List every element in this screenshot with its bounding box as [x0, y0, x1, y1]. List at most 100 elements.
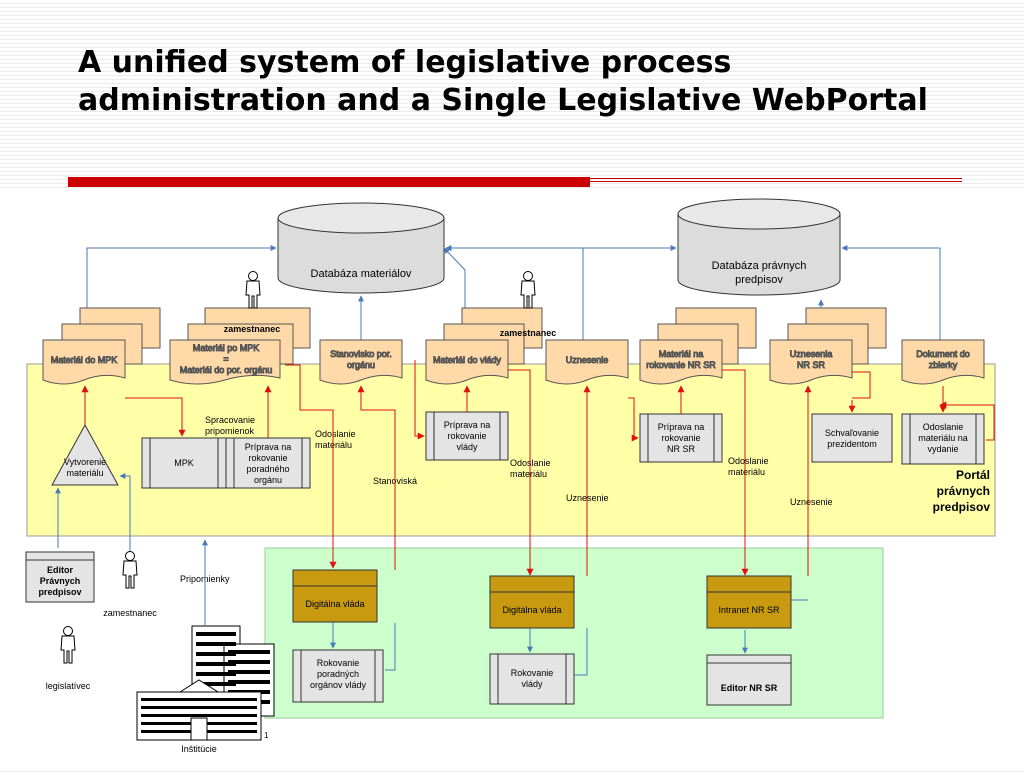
flow-arrows: [81, 360, 995, 576]
process-priprava-vlada-label-1: Príprava na: [444, 420, 491, 430]
intranet-nr-label: Intranet NR SR: [718, 605, 780, 615]
process-schvalovanie-label-2: prezidentom: [827, 439, 877, 449]
doc-stanovisko-label-2: orgánu: [347, 360, 375, 370]
editor-label-2: Právnych: [40, 576, 81, 586]
editor-label-3: predpisov: [38, 587, 81, 597]
actor-zamestnanec-1: zamestnanec: [224, 324, 281, 334]
doc-material-po-mpk: Materiál po MPK = Materiál do por. orgán…: [169, 307, 311, 385]
process-digitalna-vlada-1: Digitálna vláda: [292, 569, 378, 623]
editor-pravnych-predpisov: Editor Právnych predpisov: [25, 551, 95, 603]
flow-odoslanie-3a: Odoslanie: [728, 456, 769, 466]
rokovanie-por-label-3: orgánov vlády: [310, 680, 367, 690]
doc-material-nr-label-1: Materiál na: [659, 349, 704, 359]
doc-stanovisko: Stanovisko por. orgánu: [319, 339, 403, 385]
footnote-number: 1: [264, 731, 269, 740]
actor-legislativec: legislatívec: [46, 681, 91, 691]
label-spracovanie-1: Spracovanie: [205, 415, 255, 425]
lower-links: [55, 473, 808, 676]
doc-stanovisko-label-1: Stanovisko por.: [330, 349, 392, 359]
person-icon-zamestnanec-1: [245, 271, 261, 309]
buildings-icon: [136, 625, 275, 741]
process-odoslanie-vydanie-label-3: vydanie: [927, 444, 958, 454]
doc-material-nr: Materiál na rokovanie NR SR: [639, 307, 757, 385]
legislative-process-diagram: Databáza materiálov Databáza právnych pr…: [0, 190, 1024, 768]
flow-odoslanie-1a: Odoslanie: [315, 429, 356, 439]
process-priprava-por: Príprava na rokovanie poradného orgánu: [225, 437, 311, 489]
process-priprava-por-label-2: rokovanie: [248, 453, 287, 463]
rokovanie-vlady-label-1: Rokovanie: [511, 668, 554, 678]
process-intranet-nr: Intranet NR SR: [706, 575, 792, 629]
page-title: A unified system of legislative process …: [78, 45, 928, 118]
portal-label-1: Portál: [956, 468, 990, 482]
flow-uznesenie-2: Uznesenie: [790, 497, 833, 507]
rokovanie-por-label-1: Rokovanie: [317, 658, 360, 668]
process-priprava-vlada-label-3: vlády: [456, 442, 478, 452]
process-priprava-por-label-4: orgánu: [254, 475, 282, 485]
database-legal-label-2: predpisov: [735, 274, 783, 286]
process-mpk: MPK: [141, 437, 227, 489]
doc-dokument-zbierky: Dokument do zbierky: [901, 339, 985, 385]
doc-material-mpk-label: Materiál do MPK: [51, 355, 118, 365]
doc-material-vlady: Materiál do vlády: [425, 307, 543, 385]
doc-material-po-mpk-label-3: Materiál do por. orgánu: [180, 365, 273, 375]
doc-material-mpk: Materiál do MPK: [42, 307, 161, 385]
process-priprava-nr: Príprava na rokovanie NR SR: [639, 413, 723, 463]
database-legal-label-1: Databáza právnych: [712, 260, 807, 272]
database-materials-label: Databáza materiálov: [311, 268, 412, 280]
process-priprava-nr-label-2: rokovanie: [661, 433, 700, 443]
process-odoslanie-vydanie-label-2: materiálu na: [918, 433, 968, 443]
database-legal: Databáza právnych predpisov: [677, 198, 841, 296]
person-icon-zamestnanec-3: [122, 551, 138, 589]
portal-label-3: predpisov: [933, 500, 991, 514]
title-rule-thin-2: [590, 181, 962, 182]
actor-institucie: Inštitúcie: [181, 744, 217, 754]
doc-material-nr-label-2: rokovanie NR SR: [646, 360, 716, 370]
process-mpk-label: MPK: [174, 458, 194, 468]
database-materials: Databáza materiálov: [277, 202, 445, 294]
process-digitalna-vlada-2: Digitálna vláda: [489, 575, 575, 629]
process-rokovanie-vlady: Rokovanie vlády: [489, 653, 575, 705]
doc-uznesenia-nr-label-2: NR SR: [797, 360, 826, 370]
process-priprava-vlada: Príprava na rokovanie vlády: [425, 411, 509, 461]
person-icon-legislativec: [60, 626, 76, 664]
flow-odoslanie-2b: materiálu: [510, 469, 547, 479]
doc-uznesenia-nr: Uznesenia NR SR: [769, 307, 887, 385]
portal-label-2: právnych: [937, 484, 990, 498]
doc-material-po-mpk-label-1: Materiál po MPK: [193, 343, 260, 353]
actor-zamestnanec-2: zamestnanec: [500, 328, 557, 338]
database-links: [86, 245, 941, 340]
actor-zamestnanec-3: zamestnanec: [103, 608, 157, 618]
doc-uznesenie-label: Uznesenie: [566, 355, 609, 365]
rokovanie-por-label-2: poradných: [317, 669, 359, 679]
process-schvalovanie: Schvaľovanie prezidentom: [811, 413, 893, 463]
editor-nr-label: Editor NR SR: [721, 683, 778, 693]
process-priprava-por-label-1: Príprava na: [245, 442, 292, 452]
process-vytvorenie-label-1: Vytvorenie: [64, 457, 106, 467]
flow-odoslanie-1b: materiálu: [315, 440, 352, 450]
digitalna-vlada-1-label: Digitálna vláda: [305, 599, 364, 609]
doc-material-po-mpk-label-2: =: [223, 354, 228, 364]
person-icon-zamestnanec-2: [520, 271, 536, 309]
doc-uznesenia-nr-label-1: Uznesenia: [790, 349, 833, 359]
title-underline: [68, 177, 590, 187]
digitalna-vlada-2-label: Digitálna vláda: [502, 605, 561, 615]
process-vytvorenie-label-2: materiálu: [66, 468, 103, 478]
process-vytvorenie: Vytvorenie materiálu: [51, 423, 119, 486]
rokovanie-vlady-label-2: vlády: [521, 679, 543, 689]
doc-dokument-label-2: zbierky: [929, 360, 958, 370]
process-priprava-nr-label-3: NR SR: [667, 444, 696, 454]
flow-odoslanie-3b: materiálu: [728, 467, 765, 477]
editor-label-1: Editor: [47, 565, 73, 575]
process-priprava-por-label-3: poradného: [246, 464, 289, 474]
doc-material-vlady-label: Materiál do vlády: [433, 355, 502, 365]
process-rokovanie-por: Rokovanie poradných orgánov vlády: [292, 649, 384, 703]
process-odoslanie-vydanie: Odoslanie materiálu na vydanie: [901, 413, 985, 465]
process-schvalovanie-label-1: Schvaľovanie: [825, 428, 879, 438]
title-rule-thin: [590, 178, 962, 179]
process-priprava-nr-label-1: Príprava na: [658, 422, 705, 432]
process-editor-nr: Editor NR SR: [706, 654, 792, 706]
doc-dokument-label-1: Dokument do: [916, 349, 970, 359]
label-spracovanie-2: pripomienok: [205, 426, 255, 436]
process-priprava-vlada-label-2: rokovanie: [447, 431, 486, 441]
doc-uznesenie: Uznesenie: [545, 339, 629, 385]
